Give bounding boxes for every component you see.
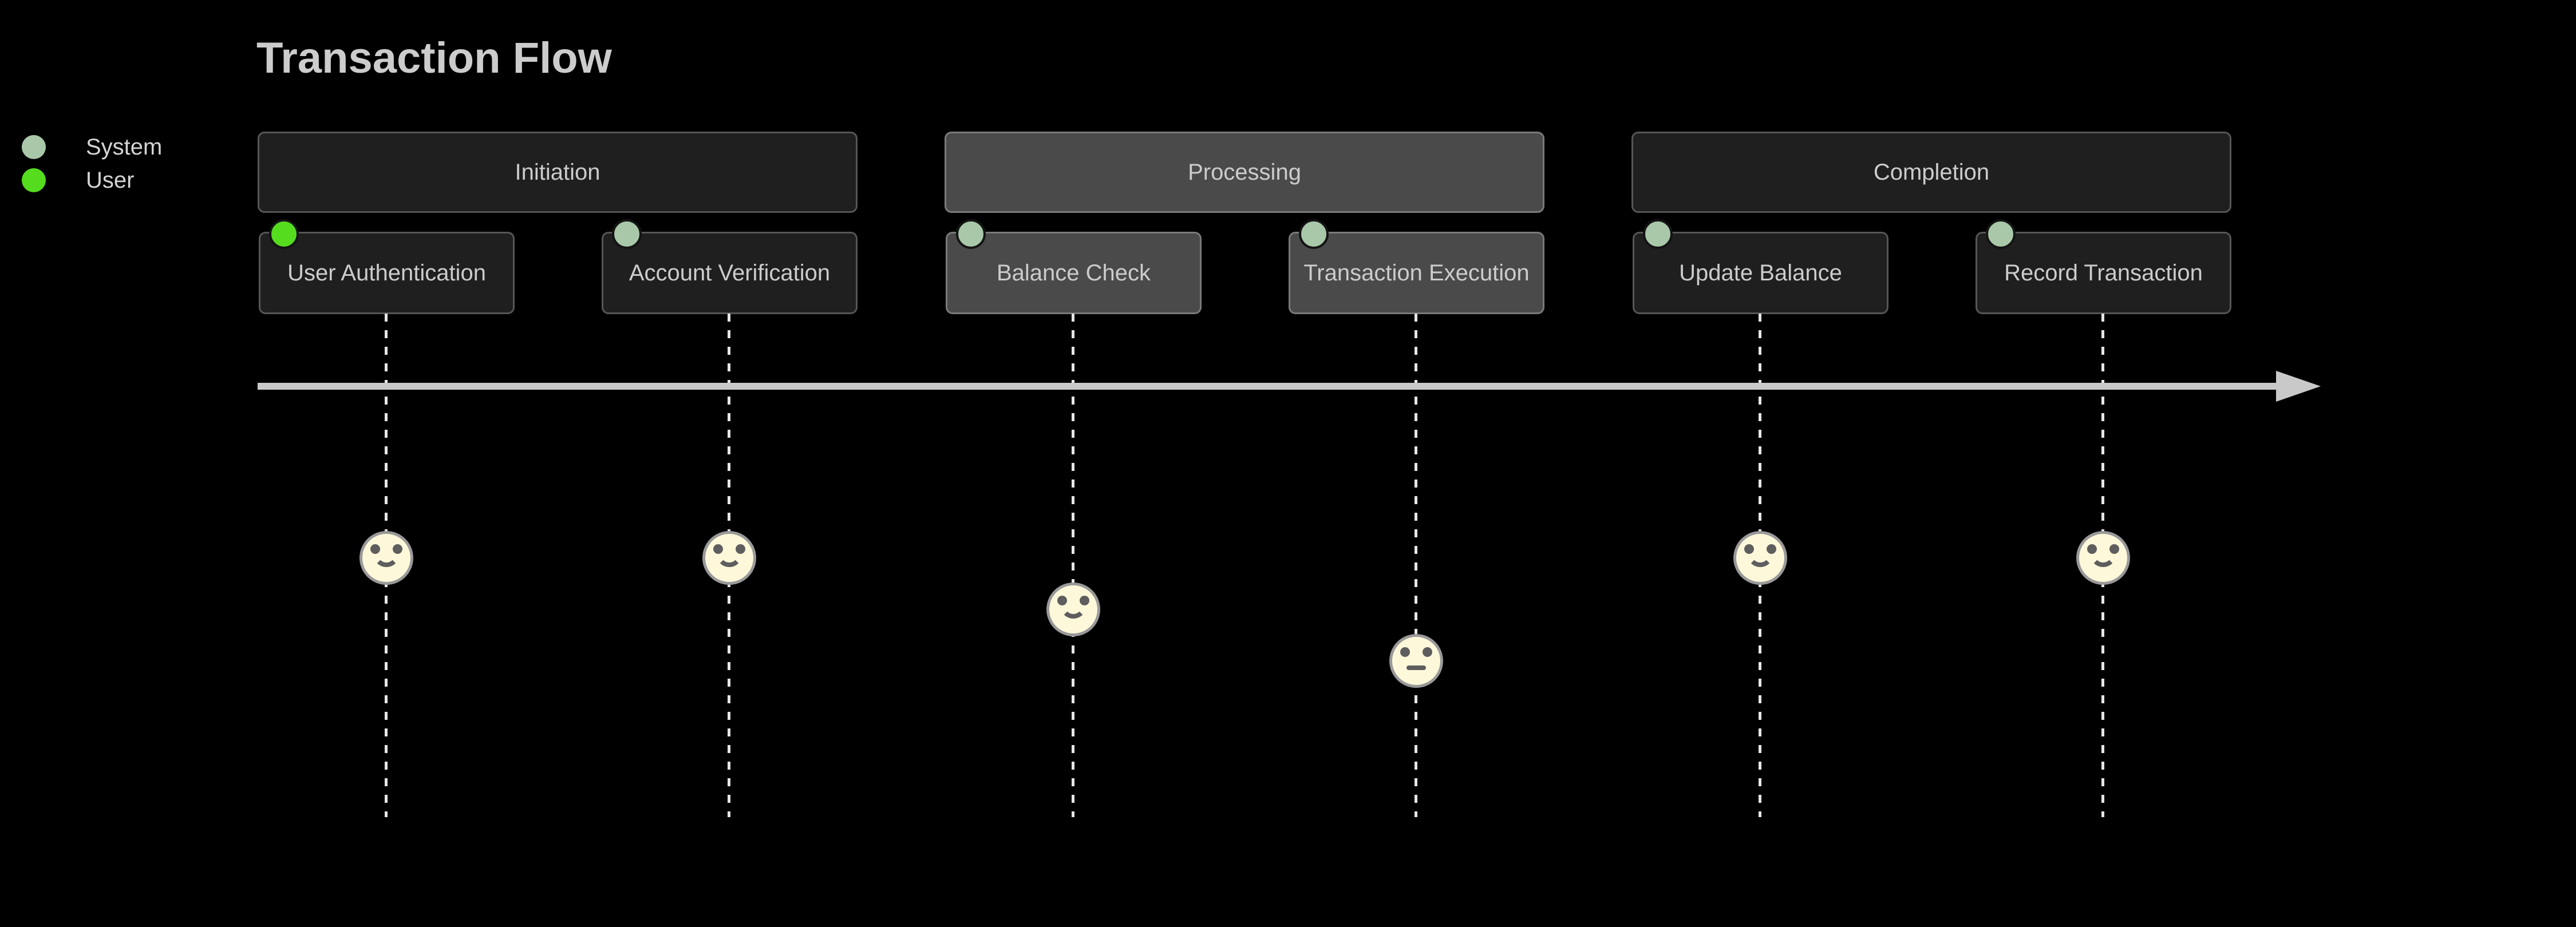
task-guideline	[1072, 314, 1074, 817]
timeline-arrowhead-icon	[2276, 371, 2321, 402]
smile-mouth-icon	[1747, 541, 1773, 567]
task-user-authentication: User Authentication	[259, 219, 515, 314]
legend-label: User	[86, 168, 135, 193]
smile-mouth-icon	[2090, 541, 2116, 567]
actor-dot-icon	[1299, 219, 1329, 249]
actor-dot-icon	[269, 219, 299, 249]
section-label: Initiation	[515, 160, 600, 185]
task-label: Balance Check	[996, 260, 1151, 286]
section-processing: Processing	[945, 132, 1544, 213]
task-account-verification: Account Verification	[602, 219, 858, 314]
task-label: Account Verification	[629, 260, 831, 286]
section-label: Processing	[1188, 160, 1301, 185]
smile-mouth-icon	[373, 541, 400, 567]
actor-dot-icon	[1643, 219, 1673, 249]
smiley-face-icon	[702, 531, 756, 585]
task-label: Record Transaction	[2004, 260, 2203, 286]
section-initiation: Initiation	[258, 132, 858, 213]
eye-icon	[1400, 647, 1410, 657]
smiley-face-icon	[359, 531, 413, 585]
actor-dot-icon	[1986, 219, 2016, 249]
task-update-balance: Update Balance	[1633, 219, 1888, 314]
neutral-face-icon	[1389, 634, 1443, 688]
section-completion: Completion	[1631, 132, 2231, 213]
actor-dot-icon	[612, 219, 642, 249]
system-actor-dot-icon	[22, 135, 46, 159]
task-record-transaction: Record Transaction	[1976, 219, 2231, 314]
smiley-face-icon	[1733, 531, 1787, 585]
smile-mouth-icon	[1060, 592, 1086, 619]
user-actor-dot-icon	[22, 168, 46, 192]
smiley-face-icon	[2076, 531, 2130, 585]
section-label: Completion	[1873, 160, 1990, 185]
legend-label: System	[86, 134, 163, 160]
task-label: User Authentication	[287, 260, 486, 286]
page-title: Transaction Flow	[256, 34, 612, 82]
task-transaction-execution: Transaction Execution	[1289, 219, 1544, 314]
task-balance-check: Balance Check	[946, 219, 1202, 314]
task-guideline	[1415, 314, 1417, 817]
legend-item-user: User	[22, 168, 162, 192]
smiley-face-icon	[1046, 583, 1100, 636]
timeline-axis	[258, 383, 2278, 390]
neutral-mouth-icon	[1406, 665, 1426, 670]
eye-icon	[1423, 647, 1432, 657]
smile-mouth-icon	[716, 541, 742, 567]
legend-item-system: System	[22, 135, 162, 159]
task-label: Update Balance	[1679, 260, 1842, 286]
task-label: Transaction Execution	[1303, 260, 1530, 286]
legend: System User	[22, 135, 162, 192]
actor-dot-icon	[956, 219, 986, 249]
